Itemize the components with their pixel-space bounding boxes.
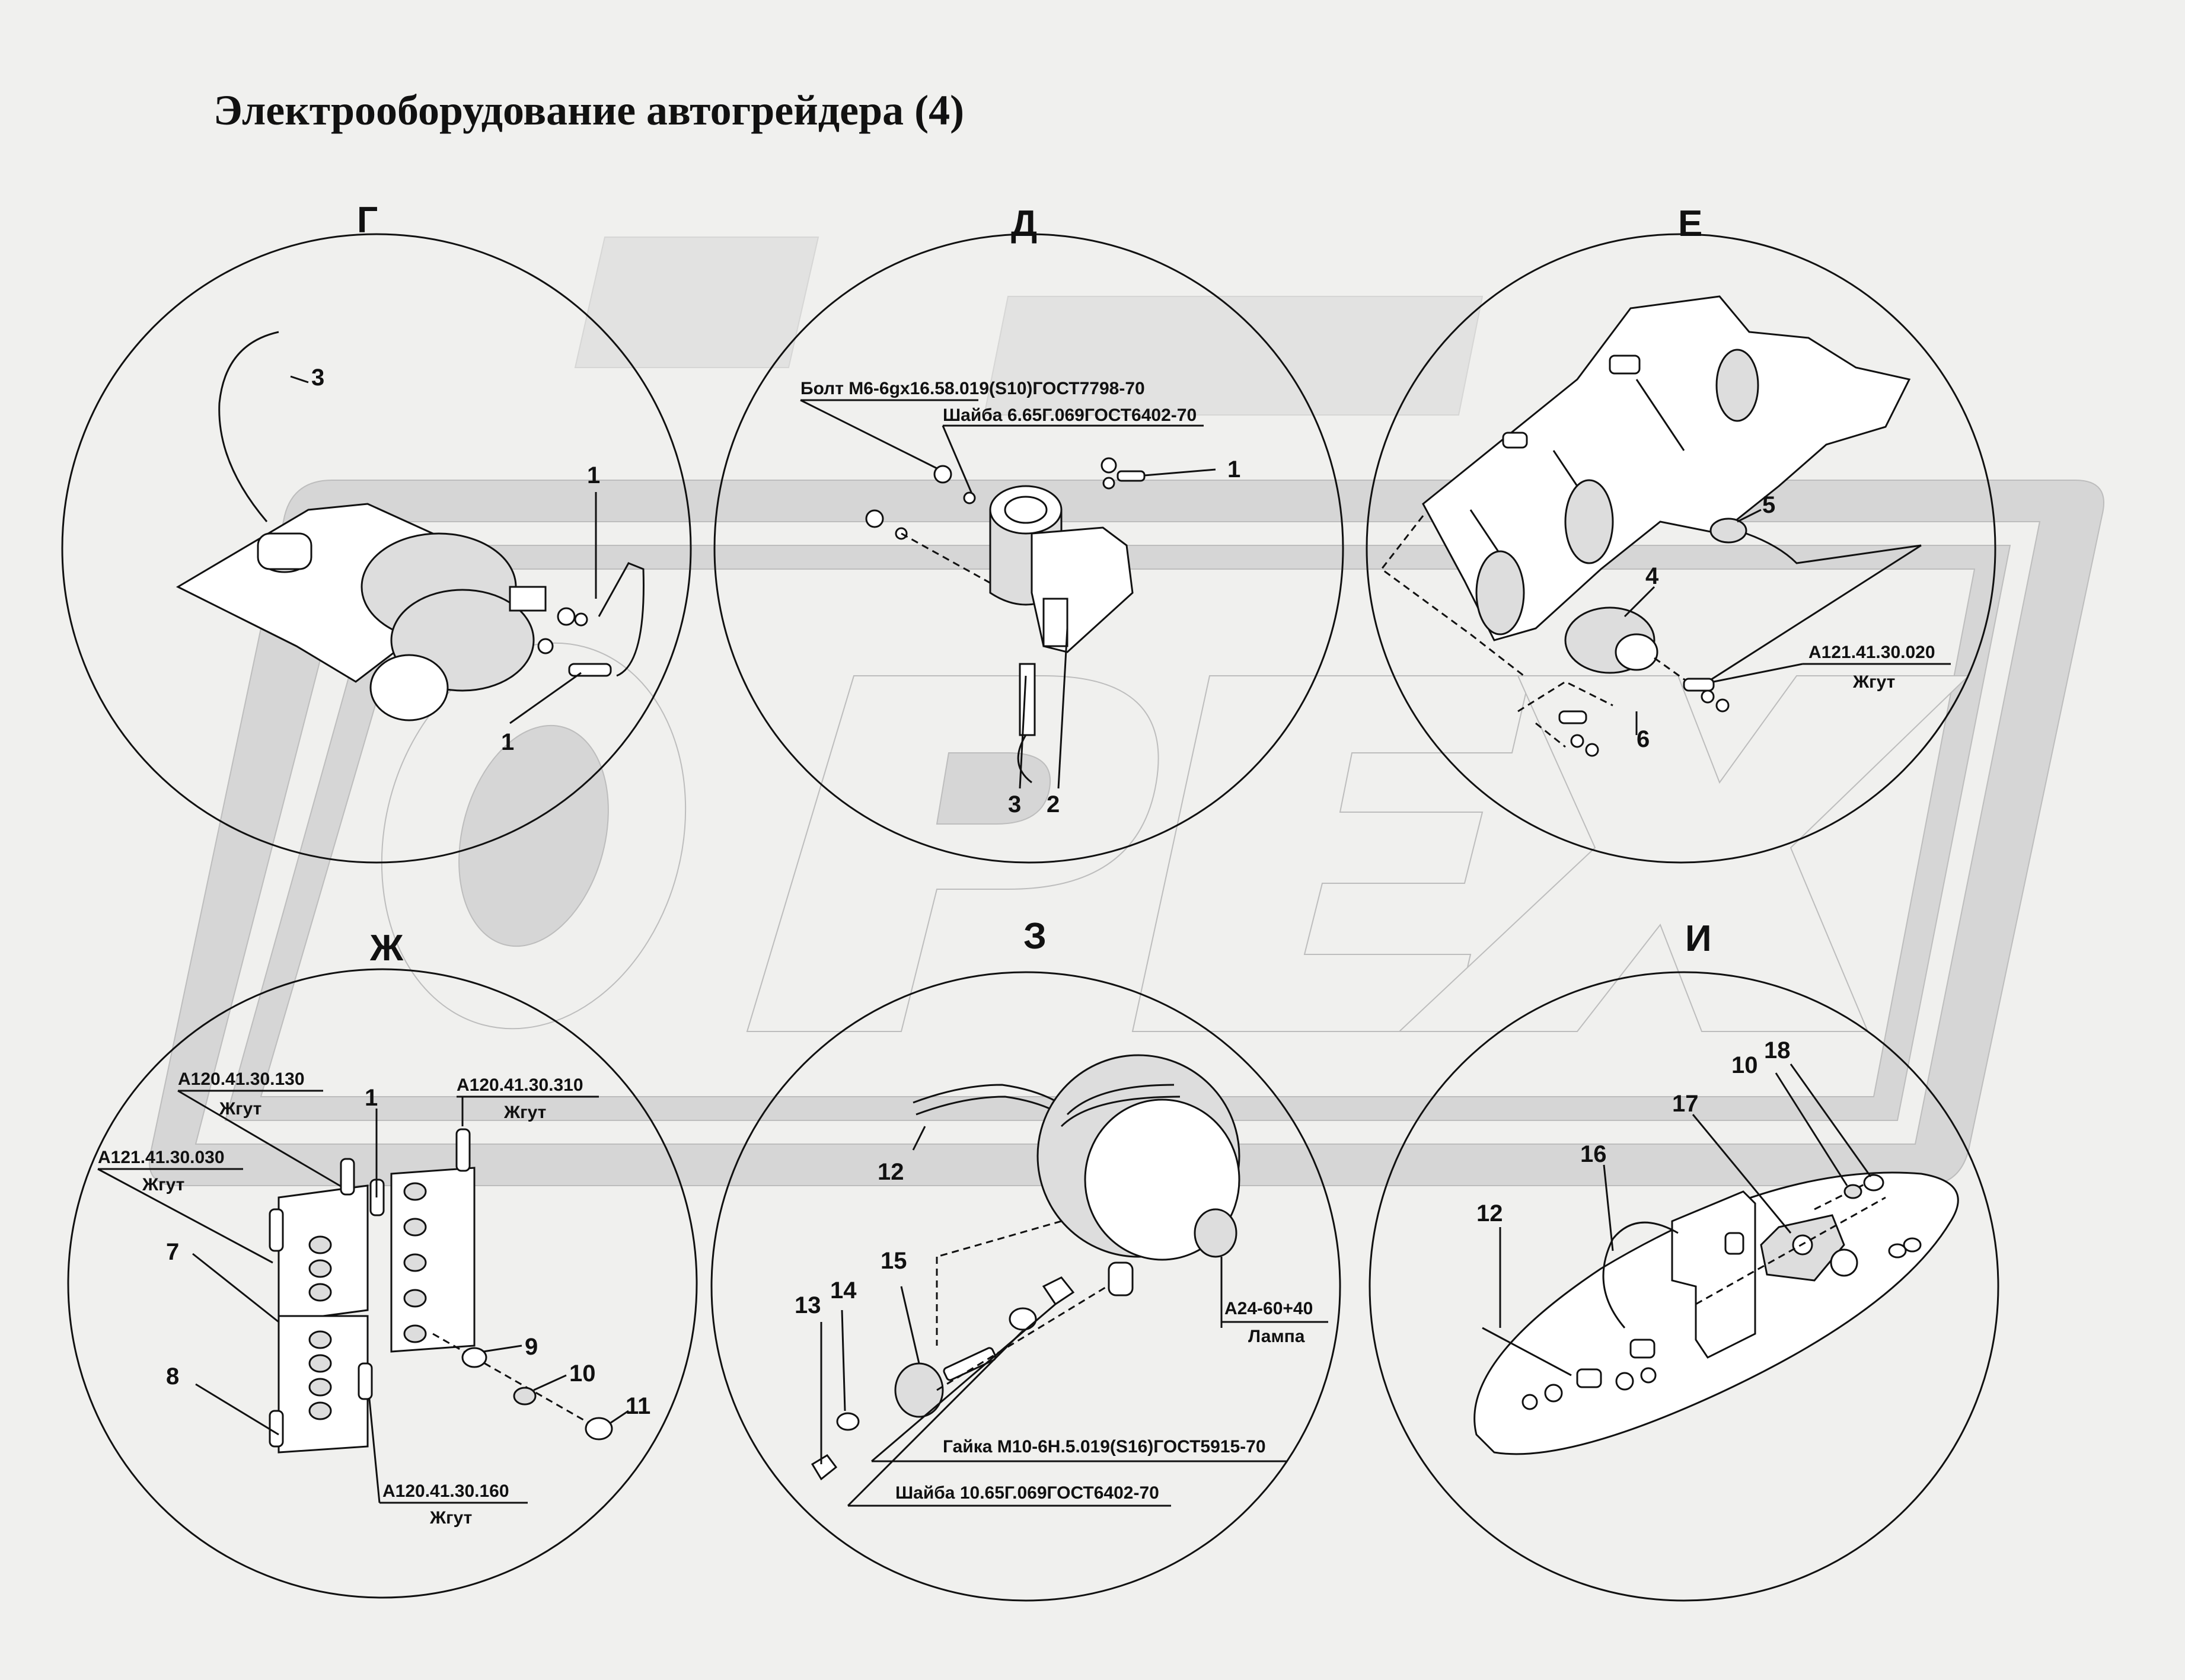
section-e: 4 5 6 А121.41.30.020 Жгут — [1366, 233, 1996, 864]
harness-code: А121.41.30.020 — [1808, 643, 1935, 662]
harness-name: Жгут — [219, 1099, 261, 1119]
callout-12: 12 — [1476, 1200, 1503, 1227]
section-zh-circle — [67, 968, 698, 1599]
section-letter-z: З — [1023, 916, 1047, 957]
callout-13: 13 — [795, 1292, 821, 1318]
section-d: Болт М6-6gx16.58.019(S10)ГОСТ7798-70 Шай… — [713, 233, 1344, 864]
callout-1: 1 — [587, 462, 600, 488]
section-z-circle — [710, 971, 1341, 1602]
nut — [1042, 1276, 1075, 1306]
washer — [1009, 1307, 1037, 1331]
nut — [811, 1454, 838, 1481]
terminal — [568, 663, 612, 677]
callout-10: 10 — [1731, 1052, 1758, 1078]
callout-3: 3 — [311, 365, 324, 391]
section-letter-i: И — [1685, 918, 1712, 959]
callout-6: 6 — [1637, 726, 1650, 752]
nut-label: Гайка М10-6Н.5.019(S16)ГОСТ5915-70 — [943, 1437, 1266, 1457]
callout-17: 17 — [1672, 1091, 1699, 1117]
harness-name: Жгут — [503, 1103, 546, 1122]
nut — [557, 607, 576, 626]
section-zh: А120.41.30.130 Жгут А121.41.30.030 Жгут … — [67, 968, 698, 1599]
spacer — [1108, 1261, 1134, 1296]
cable — [218, 331, 279, 522]
section-letter-e: Е — [1678, 203, 1702, 244]
callout-14: 14 — [830, 1277, 857, 1304]
frame-structure — [1422, 295, 1911, 641]
cable-end — [1019, 663, 1036, 736]
lamp-name: Лампа — [1248, 1327, 1305, 1346]
callout-11: 11 — [626, 1393, 650, 1419]
callout-3: 3 — [1008, 791, 1021, 817]
watermark — [149, 237, 2104, 1186]
washer-label: Шайба 6.65Г.069ГОСТ6402-70 — [943, 405, 1197, 425]
callout-18: 18 — [1764, 1037, 1791, 1063]
section-d-circle — [713, 233, 1344, 864]
lamp-code: А24-60+40 — [1224, 1299, 1313, 1318]
callout-10: 10 — [569, 1360, 596, 1387]
harness-code: А120.41.30.130 — [178, 1069, 305, 1089]
lamp-bulb — [1194, 1208, 1237, 1258]
section-letter-zh: Ж — [369, 928, 404, 969]
harness-name: Жгут — [142, 1175, 184, 1194]
lock-washer — [1843, 1184, 1862, 1199]
callout-1: 1 — [365, 1085, 378, 1111]
section-i-circle — [1369, 971, 1999, 1602]
page-title: Электрооборудование автогрейдера (4) — [213, 87, 964, 134]
bolt — [585, 1417, 613, 1441]
nut — [1101, 457, 1117, 474]
callout-1: 1 — [1227, 456, 1240, 483]
section-i: 10 18 17 16 12 — [1369, 971, 1999, 1602]
harness-code: А121.41.30.030 — [98, 1148, 225, 1167]
bolt — [933, 465, 952, 484]
mount-stud — [894, 1362, 944, 1418]
callout-7: 7 — [166, 1239, 179, 1265]
terminal-row — [308, 1182, 427, 1420]
washer — [574, 612, 588, 627]
callout-4: 4 — [1645, 563, 1659, 589]
harness-name: Жгут — [1852, 672, 1895, 692]
callout-1: 1 — [501, 729, 514, 755]
cable — [1602, 1221, 1679, 1328]
section-g: 3 1 1 — [61, 233, 692, 864]
terminal-block — [390, 1167, 476, 1353]
section-letter-d: Д — [1011, 203, 1037, 244]
washer — [1102, 477, 1115, 490]
callout-12: 12 — [878, 1159, 904, 1185]
bolt — [865, 509, 884, 528]
lock-washer — [513, 1387, 537, 1406]
terminal — [1117, 470, 1146, 482]
washer — [836, 1412, 860, 1431]
harness-code: А120.41.30.160 — [382, 1481, 509, 1501]
washer-label: Шайба 10.65Г.069ГОСТ6402-70 — [895, 1483, 1159, 1503]
section-z: А24-60+40 Лампа 12 15 13 14 Гайка М10-6Н… — [710, 971, 1341, 1602]
callout-2: 2 — [1047, 791, 1060, 817]
callout-15: 15 — [881, 1248, 907, 1274]
bolt — [1863, 1174, 1884, 1192]
section-g-circle — [61, 233, 692, 864]
washer — [461, 1347, 487, 1368]
callout-5: 5 — [1762, 492, 1775, 518]
washer — [963, 491, 976, 504]
switch — [1709, 518, 1747, 544]
harness-name: Жгут — [429, 1508, 472, 1528]
bolt-label: Болт М6-6gx16.58.019(S10)ГОСТ7798-70 — [800, 379, 1145, 398]
terminal — [1683, 678, 1715, 692]
callout-9: 9 — [525, 1334, 538, 1360]
harness-code: А120.41.30.310 — [457, 1075, 583, 1095]
section-e-circle — [1366, 233, 1996, 864]
callout-8: 8 — [166, 1363, 179, 1390]
callout-16: 16 — [1580, 1141, 1607, 1167]
